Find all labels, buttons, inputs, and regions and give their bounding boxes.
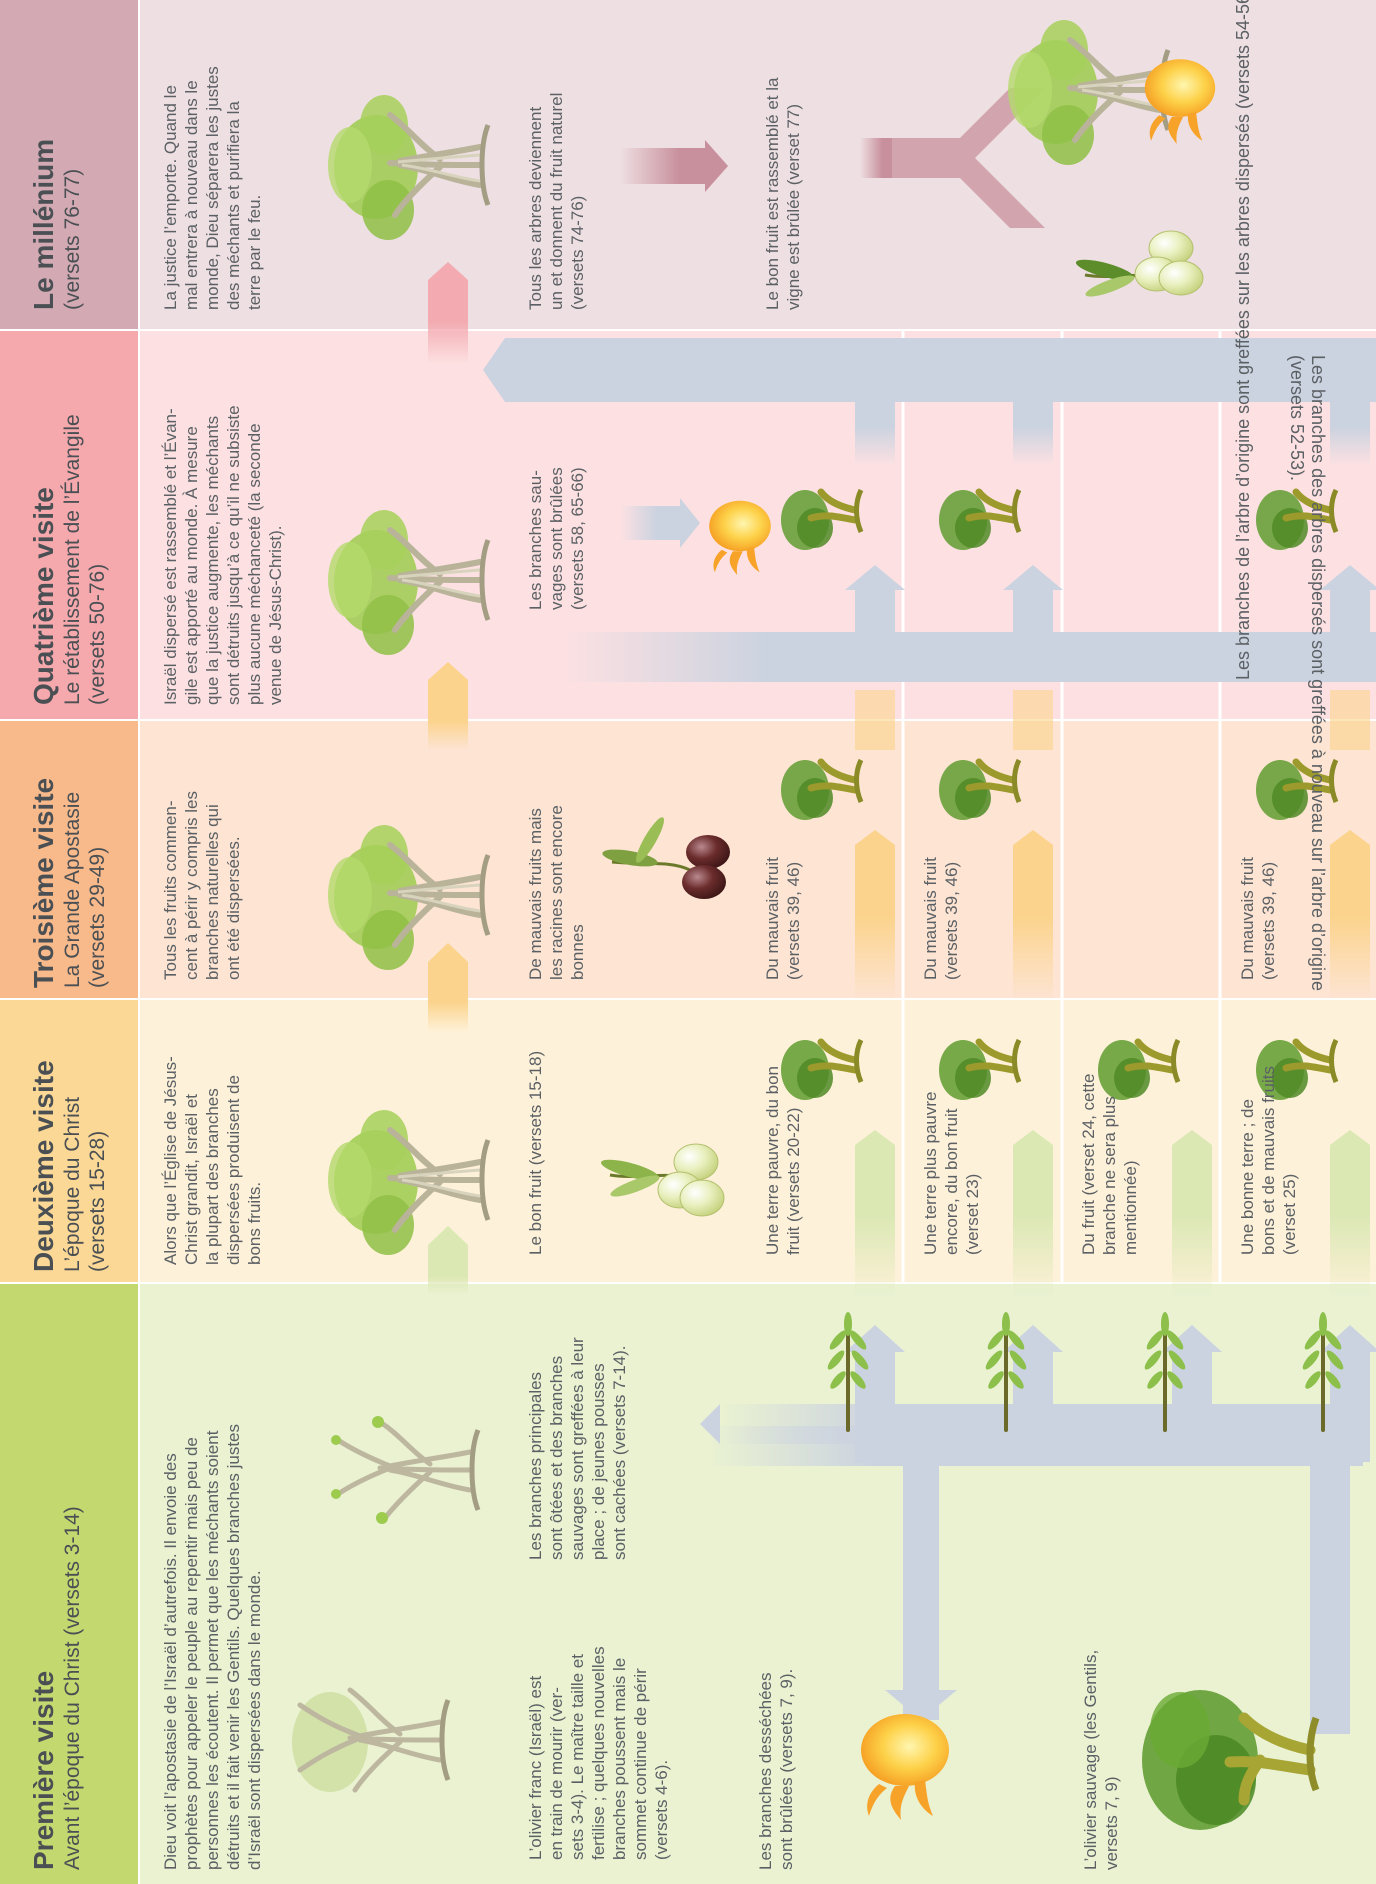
v4-grafted-back-feeds — [855, 402, 1370, 466]
visit3-title: Troisième visite — [28, 777, 59, 988]
v3-row-arrows — [855, 690, 1370, 1000]
label-bad-fruit-1: Du mauvais fruit(versets 39, 46) — [763, 857, 803, 980]
arrow-burn-down — [885, 1690, 957, 1720]
label-bad-fruit-2: Du mauvais fruit(versets 39, 46) — [921, 857, 961, 980]
arrow-v1-v2 — [428, 1226, 468, 1265]
visit3-verses: (versets 29-49) — [86, 846, 109, 988]
visit3-header: Troisième visite La Grande Apostasie (ve… — [28, 728, 110, 988]
visit4-subtitle: Le rétablissement de l’Évangile — [61, 414, 84, 705]
visit1-subtitle: Avant l’époque du Christ (versets 3-14) — [61, 1506, 84, 1870]
visit3-body-bg — [140, 721, 1376, 998]
arrow-v4-mill — [428, 262, 468, 292]
millennium-header-bg — [0, 0, 138, 329]
arrow-v3-v4 — [428, 662, 468, 700]
visit1-title: Première visite — [28, 1670, 59, 1870]
v2-row-arrows — [855, 1130, 1370, 1300]
label-bad-fruit-3: Du mauvais fruit(versets 39, 46) — [1238, 857, 1278, 980]
bad-olives-icon — [602, 817, 730, 899]
good-olives-icon — [600, 1143, 725, 1217]
label-good-fruit: Le bon fruit (versets 15-18) — [526, 1050, 545, 1255]
arrow-wild-burn — [680, 498, 700, 548]
visit4-header-bg — [0, 331, 138, 719]
visit4-title: Quatrième visite — [28, 487, 59, 705]
visit2-body-bg — [140, 1000, 1376, 1282]
visit3-subtitle: La Grande Apostasie — [61, 791, 84, 988]
label-wild-tree: L’olivier sauvage (les Gentils,versets 7… — [1081, 1649, 1121, 1870]
visit3-header-bg — [0, 721, 138, 998]
good-olives-icon — [1075, 230, 1204, 297]
visit2-header: Deuxième visite L’époque du Christ (vers… — [28, 1012, 110, 1272]
visit2-verses: (versets 15-28) — [86, 1130, 109, 1272]
arrow-v2-v3 — [428, 943, 468, 982]
row-dividers — [901, 331, 1222, 1282]
label-grafted-onto-dispersed: Les branches de l’arbre d’origine sont g… — [1233, 0, 1253, 680]
visit4-verses: (versets 50-76) — [86, 563, 109, 705]
visit2-header-bg — [0, 1000, 138, 1282]
visit4-header: Quatrième visite Le rétablissement de l’… — [28, 325, 110, 705]
visit1-intro: Dieu voit l’apostasie de l’Israël d’autr… — [161, 1424, 264, 1870]
arrow-millennium-split — [890, 88, 1045, 228]
visit1-header: Première visite Avant l’époque du Christ… — [28, 1290, 85, 1870]
visit1-header-bg — [0, 1284, 138, 1884]
visit4-intro: Israël dispersé est rassemblé et l’Évan-… — [161, 405, 285, 705]
band-grafted-onto-dispersed — [560, 632, 1376, 682]
millennium-header: Le millénium (versets 76-77) — [28, 10, 85, 310]
visit2-title: Deuxième visite — [28, 1060, 59, 1272]
visit2-intro: Alors que l’Église de Jésus-Christ grand… — [161, 1056, 264, 1265]
arrow-millennium-right — [705, 140, 728, 192]
label-wild-burned: Les branches sau-vages sont brûlées(vers… — [526, 467, 587, 610]
millennium-title: Le millénium — [28, 138, 59, 310]
millennium-verses: (versets 76-77) — [61, 168, 84, 310]
band-grafted-back — [505, 338, 1376, 402]
visit3-intro: Tous les fruits commen-cent à périr y co… — [161, 791, 243, 980]
v4-graft-feeds — [845, 565, 1376, 650]
label-grafted-back: Les branches des arbres dispersés sont g… — [1287, 355, 1328, 992]
visit2-subtitle: L’époque du Christ — [61, 1096, 84, 1272]
